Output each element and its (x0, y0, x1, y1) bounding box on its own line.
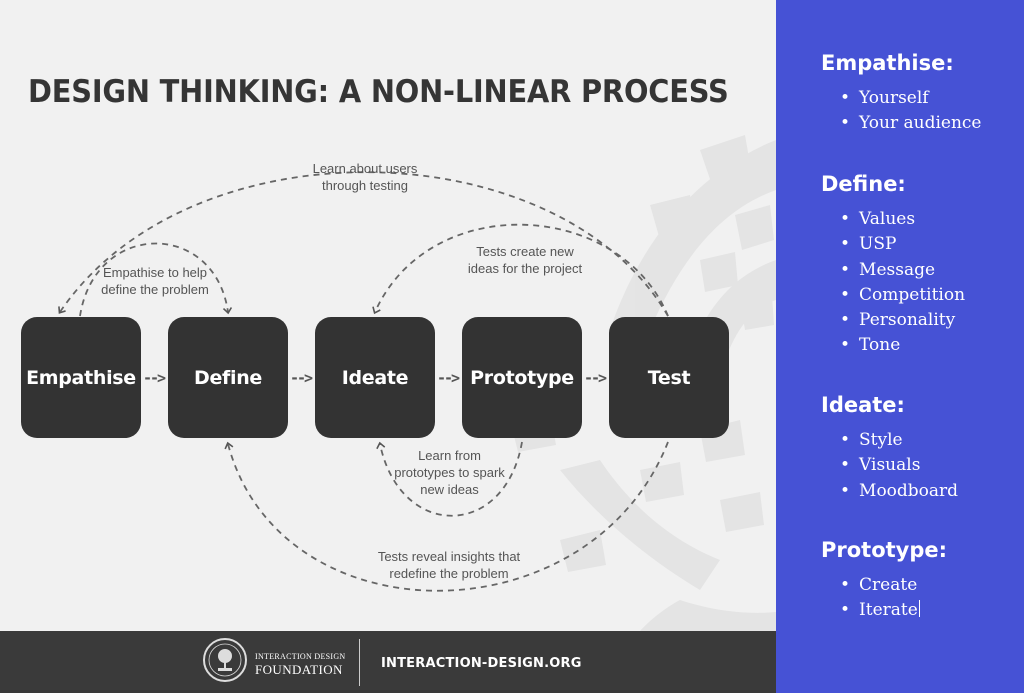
section-heading: Prototype: (821, 538, 948, 562)
stage-arrow-1: --> (143, 369, 166, 387)
section-heading: Empathise: (821, 51, 954, 75)
note-tests-create-ideas: Tests create new ideas for the project (467, 244, 583, 276)
stage-define-box: Define (168, 317, 288, 438)
diagram-title: DESIGN THINKING: A NON-LINEAR PROCESS (28, 74, 729, 110)
stage-test-box: Test (609, 317, 729, 438)
stage-prototype-box: Prototype (462, 317, 582, 438)
section-list: •Style •Visuals •Moodboard (840, 428, 1021, 504)
note-learn-from-prototypes: Learn from prototypes to spark new ideas (394, 448, 505, 497)
list-item: •Tone (840, 335, 901, 356)
list-item: •Style (840, 430, 903, 450)
test-to-define-arrow (224, 441, 669, 592)
section-heading: Define: (821, 172, 906, 196)
test-to-ideate-arrow (372, 223, 669, 317)
stage-arrow-3: --> (437, 369, 460, 387)
stage-arrow-4: --> (584, 369, 607, 387)
diagram-area: DESIGN THINKING: A NON-LINEAR PROCESS Em… (0, 0, 776, 693)
section-heading: Ideate: (821, 393, 905, 417)
list-item: •Message (840, 259, 936, 280)
stage-arrow-2: --> (290, 369, 313, 387)
list-item: •Competition (840, 284, 966, 305)
footer-bar (0, 631, 776, 693)
section-list: •Yourself •Your audience (840, 86, 1021, 137)
list-item: •USP (840, 234, 897, 255)
section-list: •Values •USP •Message •Competition •Pers… (840, 207, 1021, 359)
note-empathise-to-help: Empathise to help define the problem (101, 265, 209, 297)
section-empathise: Empathise: •Yourself •Your audience (821, 50, 1021, 137)
stage-ideate-box: Ideate (315, 317, 435, 438)
list-item: •Yourself (840, 88, 929, 108)
empathise-to-define-arrow (79, 242, 233, 317)
footer-divider (359, 639, 360, 686)
list-item[interactable]: •Iterate (840, 600, 920, 621)
list-item: •Your audience (840, 113, 982, 134)
list-item: •Create (840, 575, 918, 595)
list-item: •Moodboard (840, 480, 959, 501)
side-panel: Empathise: •Yourself •Your audience Defi… (776, 0, 1024, 693)
text-cursor (918, 600, 920, 618)
foundation-logo-wordmark: INTERACTION DESIGN FOUNDATION (255, 652, 346, 677)
foundation-logo-icon (203, 638, 247, 682)
tree-seal-icon (208, 643, 242, 677)
section-list: •Create •Iterate (840, 573, 1021, 624)
section-ideate: Ideate: •Style •Visuals •Moodboard (821, 392, 1021, 504)
dashed-arrows (58, 171, 669, 592)
prototype-to-ideate-arrow (376, 441, 523, 517)
list-item: •Personality (840, 310, 956, 331)
list-item: •Visuals (840, 455, 921, 476)
stage-empathise-box: Empathise (21, 317, 141, 438)
note-tests-reveal-insights: Tests reveal insights that redefine the … (377, 549, 521, 581)
editable-text[interactable]: Iterate (859, 600, 918, 621)
footer-url-link[interactable]: INTERACTION-DESIGN.ORG (381, 656, 582, 671)
section-prototype: Prototype: •Create •Iterate (821, 537, 1021, 624)
section-define: Define: •Values •USP •Message •Competiti… (821, 171, 1021, 359)
note-learn-about-users: Learn about users through testing (312, 161, 418, 193)
list-item: •Values (840, 209, 916, 229)
